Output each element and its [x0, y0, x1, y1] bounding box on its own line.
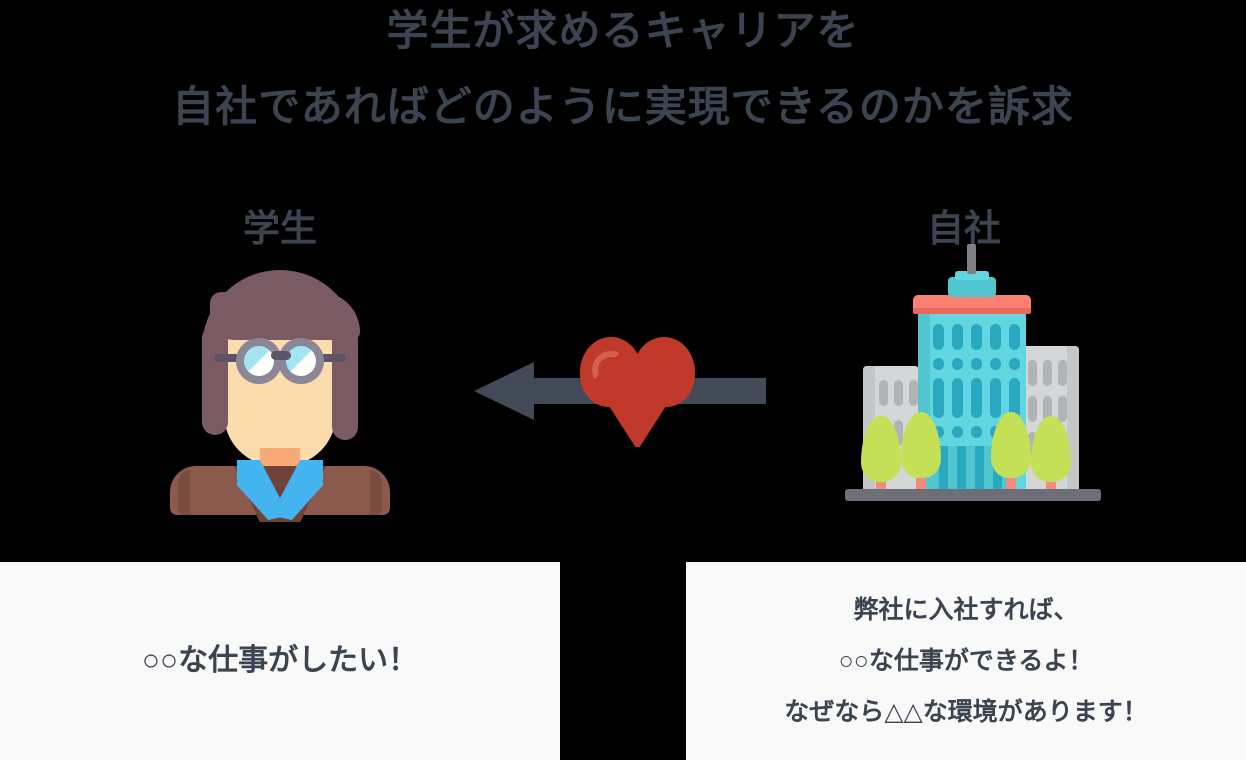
tower-window	[990, 358, 1001, 370]
tree-trunk	[1046, 478, 1056, 490]
company-quote-line-2: ○○な仕事ができるよ！	[838, 646, 1094, 675]
tower-roof-band-shade	[913, 308, 1031, 314]
tower-window	[952, 426, 963, 438]
student-hair-side-left	[202, 330, 228, 435]
glasses-icon	[214, 336, 346, 386]
title-line-1: 学生が求めるキャリアを	[386, 7, 860, 54]
label-company: 自社	[927, 208, 1001, 249]
tower-window	[971, 426, 982, 438]
arrow-left-icon-head	[474, 362, 534, 420]
tower-window	[971, 358, 982, 370]
tree-trunk	[916, 478, 926, 490]
tower-window	[971, 324, 982, 350]
glasses-lens-left	[236, 338, 282, 384]
tree-icon	[901, 412, 941, 478]
heart-highlight	[592, 351, 622, 382]
side-window	[894, 420, 903, 446]
tower-window	[952, 378, 963, 418]
office-building-icon	[845, 244, 1103, 516]
student-hair-side-right	[332, 330, 358, 440]
side-window	[1043, 396, 1052, 422]
company-quote-panel: 弊社に入社すれば、 ○○な仕事ができるよ！ なぜなら△△な環境があります！	[686, 562, 1246, 760]
tree-trunk	[876, 478, 886, 490]
company-quote-line-3: なぜなら△△な環境があります！	[784, 697, 1148, 726]
student-quote-line-1: ○○な仕事がしたい！	[141, 644, 419, 677]
ground-bar	[845, 489, 1101, 501]
student-avatar-icon	[170, 270, 390, 522]
tower-window	[952, 324, 963, 350]
tower-window	[933, 378, 944, 418]
entrance-column	[957, 446, 966, 490]
page-title: 学生が求めるキャリアを 自社であればどのように実現できるのかを訴求	[0, 0, 1246, 136]
tree-icon	[991, 412, 1031, 478]
entrance-column	[939, 446, 948, 490]
side-window	[1028, 360, 1037, 386]
label-student: 学生	[243, 208, 317, 249]
tower-cap	[948, 277, 996, 297]
tower-window	[952, 358, 963, 370]
entrance-column	[975, 446, 984, 490]
glasses-bridge	[271, 351, 291, 360]
antenna-icon	[967, 244, 976, 274]
tower-window	[933, 358, 944, 370]
tree-icon	[1031, 416, 1071, 482]
side-window	[909, 380, 918, 406]
tower-window	[990, 378, 1001, 418]
tree-icon	[861, 416, 901, 482]
side-window	[879, 380, 888, 406]
heart-body	[584, 367, 691, 447]
side-window	[1058, 360, 1067, 386]
student-sweater-shade-right	[370, 470, 382, 515]
student-sweater-shade-left	[178, 470, 190, 515]
glasses-lens-right	[278, 338, 324, 384]
side-window	[1058, 396, 1067, 422]
tree-trunk	[1006, 478, 1016, 490]
tower-window	[1009, 378, 1020, 418]
tower-window	[1009, 324, 1020, 350]
glasses-temple-right	[312, 354, 346, 362]
side-window	[1043, 360, 1052, 386]
student-quote-panel: ○○な仕事がしたい！	[0, 562, 560, 760]
tower-window	[1009, 358, 1020, 370]
title-line-2: 自社であればどのように実現できるのかを訴求	[172, 83, 1074, 130]
tower-window	[933, 324, 944, 350]
tower-window	[971, 378, 982, 418]
side-window	[894, 380, 903, 406]
company-quote-line-1: 弊社に入社すれば、	[853, 595, 1079, 624]
tower-window	[990, 324, 1001, 350]
side-window	[1028, 396, 1037, 422]
heart-icon	[580, 337, 695, 447]
tower-window	[933, 426, 944, 438]
glasses-temple-left	[214, 354, 248, 362]
tower-cap-top	[955, 271, 989, 280]
